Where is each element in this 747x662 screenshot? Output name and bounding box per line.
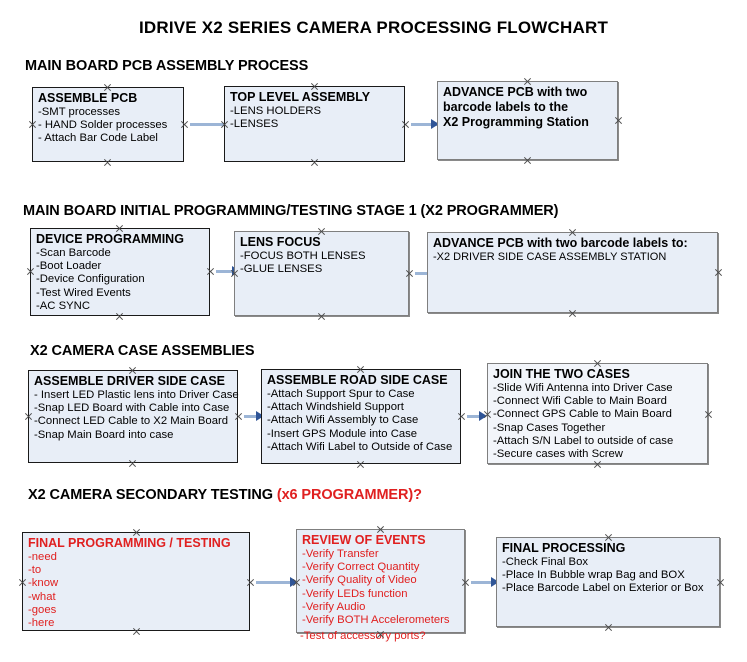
box-advance-pcb-programming-station[interactable]: ADVANCE PCB with two barcode labels to t… (437, 81, 618, 160)
box-line: -Attach Wifi Assembly to Case (267, 414, 419, 427)
box-final-programming-testing[interactable]: FINAL PROGRAMMING / TESTING -need -to -k… (22, 532, 250, 631)
box-assemble-pcb[interactable]: ASSEMBLE PCB -SMT processes - HAND Solde… (32, 87, 184, 162)
box-line: -Connect GPS Cable to Main Board (493, 408, 672, 421)
box-line: -GLUE LENSES (240, 263, 323, 276)
box-join-the-two-cases[interactable]: JOIN THE TWO CASES -Slide Wifi Antenna i… (487, 363, 708, 464)
section-heading-1: MAIN BOARD PCB ASSEMBLY PROCESS (25, 58, 309, 74)
arrow-head-icon (431, 119, 439, 129)
box-title-line3: X2 Programming Station (443, 115, 589, 129)
connector-arrow-4a (256, 581, 296, 584)
box-line: -need (28, 551, 57, 563)
arrow-head-icon (479, 411, 487, 421)
box-title: ADVANCE PCB with two barcode labels to: (433, 236, 688, 250)
box-line: -Verify Quality of Video (302, 574, 417, 587)
box-line: - HAND Solder processes (38, 119, 168, 132)
box-final-processing[interactable]: FINAL PROCESSING -Check Final Box -Place… (496, 537, 720, 627)
box-title-line2: barcode labels to the (443, 100, 569, 114)
box-line: -Snap Main Board into case (34, 428, 174, 441)
section-heading-4-red: (x6 PROGRAMMER)? (276, 487, 422, 503)
box-line: -Verify Correct Quantity (302, 561, 420, 574)
box-title: JOIN THE TWO CASES (493, 367, 630, 381)
box-line: -goes (28, 603, 57, 616)
section-heading-2: MAIN BOARD INITIAL PROGRAMMING/TESTING S… (23, 203, 559, 219)
box-lens-focus[interactable]: LENS FOCUS -FOCUS BOTH LENSES -GLUE LENS… (234, 231, 409, 316)
box-line: -LENS HOLDERS (230, 105, 322, 117)
box-review-of-events-overflow-line: -Test of accessory ports? (300, 630, 426, 642)
box-line: -Place In Bubble wrap Bag and BOX (502, 569, 685, 582)
box-line: -Attach Wifi Label to Outside of Case (267, 440, 453, 453)
box-line: -Connect LED Cable to X2 Main Board (34, 415, 229, 428)
box-line: -Place Barcode Label on Exterior or Box (502, 582, 704, 595)
page-title: IDRIVE X2 SERIES CAMERA PROCESSING FLOWC… (138, 18, 609, 37)
box-line: -Snap Cases Together (493, 421, 606, 434)
connector-arrow-2a (216, 270, 238, 273)
box-title: FINAL PROGRAMMING / TESTING (28, 536, 231, 550)
connector-arrow-3b (467, 415, 485, 418)
box-line: -Insert GPS Module into Case (267, 427, 418, 440)
box-title: ASSEMBLE ROAD SIDE CASE (267, 373, 448, 387)
box-line: -Connect Wifi Cable to Main Board (493, 395, 667, 408)
connector-arrow-1a (190, 123, 232, 126)
connector-arrow-2b (415, 272, 437, 275)
box-line: -Snap LED Board with Cable into Case (34, 402, 230, 415)
box-line: -Attach Support Spur to Case (267, 388, 415, 400)
box-line: -Verify Transfer (302, 548, 379, 560)
box-line: -Scan Barcode (36, 247, 111, 259)
box-line: -Device Configuration (36, 273, 145, 286)
connector-arrow-3a (244, 415, 262, 418)
box-line: - Insert LED Plastic lens into Driver Ca… (34, 389, 239, 401)
arrow-head-icon (290, 577, 298, 587)
box-line: -LENSES (230, 118, 279, 131)
box-line: -Verify LEDs function (302, 587, 408, 600)
box-line: -FOCUS BOTH LENSES (240, 250, 366, 262)
connector-arrow-1b (411, 123, 437, 126)
box-title: REVIEW OF EVENTS (302, 533, 426, 547)
connector-arrow-4b (471, 581, 497, 584)
box-title: TOP LEVEL ASSEMBLY (230, 90, 371, 104)
box-assemble-driver-side-case[interactable]: ASSEMBLE DRIVER SIDE CASE - Insert LED P… (28, 370, 239, 463)
box-line: -here (28, 617, 55, 630)
box-line: -SMT processes (38, 106, 121, 118)
box-line: -X2 DRIVER SIDE CASE ASSEMBLY STATION (433, 251, 667, 263)
box-top-level-assembly[interactable]: TOP LEVEL ASSEMBLY -LENS HOLDERS -LENSES (224, 86, 405, 162)
box-line: - Attach Bar Code Label (38, 132, 158, 145)
box-device-programming[interactable]: DEVICE PROGRAMMING -Scan Barcode -Boot L… (30, 228, 210, 316)
box-line: -Verify Audio (302, 600, 366, 613)
box-line: -know (28, 577, 59, 590)
box-title: LENS FOCUS (240, 235, 321, 249)
box-review-of-events[interactable]: REVIEW OF EVENTS -Verify Transfer -Verif… (296, 529, 465, 633)
box-line: -Boot Loader (36, 260, 102, 273)
box-advance-pcb-case-assembly[interactable]: ADVANCE PCB with two barcode labels to: … (427, 232, 718, 313)
arrow-head-icon (491, 577, 499, 587)
box-line: -Verify BOTH Accelerometers (302, 614, 450, 627)
box-line: -Slide Wifi Antenna into Driver Case (493, 382, 673, 394)
box-title: DEVICE PROGRAMMING (36, 232, 184, 246)
box-line: -Attach S/N Label to outside of case (493, 434, 674, 447)
box-line: -Check Final Box (502, 556, 589, 568)
section-heading-4: X2 CAMERA SECONDARY TESTING (x6 PROGRAMM… (28, 487, 422, 503)
box-line: -Test Wired Events (36, 286, 131, 299)
box-assemble-road-side-case[interactable]: ASSEMBLE ROAD SIDE CASE -Attach Support … (261, 369, 461, 464)
box-line: -AC SYNC (36, 299, 90, 312)
box-title: ADVANCE PCB with two (443, 85, 588, 99)
box-line: -Secure cases with Screw (493, 448, 623, 461)
arrow-head-icon (256, 411, 264, 421)
box-line: -what (28, 590, 56, 603)
box-line: -to (28, 564, 42, 577)
section-heading-3: X2 CAMERA CASE ASSEMBLIES (30, 343, 255, 359)
box-title: FINAL PROCESSING (502, 541, 626, 555)
box-title: ASSEMBLE DRIVER SIDE CASE (34, 374, 226, 388)
section-heading-4-text: X2 CAMERA SECONDARY TESTING (28, 487, 277, 503)
box-title: ASSEMBLE PCB (38, 91, 138, 105)
box-line: -Attach Windshield Support (267, 401, 404, 414)
